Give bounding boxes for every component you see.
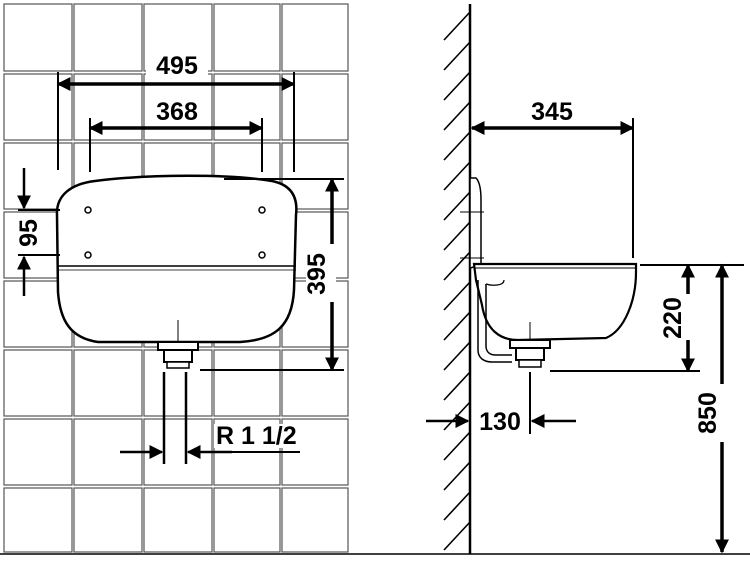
dimension-label-95: 95 [15, 219, 43, 247]
dimension-495 [56, 52, 296, 172]
dimension-220 [550, 263, 744, 373]
dimension-95 [17, 168, 60, 296]
dimension-395 [200, 177, 344, 372]
sink-side-view [460, 177, 638, 368]
dimension-label-thread: R 1 1/2 [216, 422, 297, 450]
dimension-368 [88, 98, 264, 172]
dimension-label-850: 850 [694, 392, 722, 434]
mounting-bracket [469, 177, 482, 269]
dimension-345 [470, 98, 635, 258]
mounting-hole-lower-left [84, 251, 92, 259]
side-wall [443, 4, 472, 554]
sink-front-view [55, 174, 298, 369]
drain-outlet-side [509, 322, 551, 368]
sink-front-body [55, 174, 298, 344]
dimension-label-495: 495 [156, 52, 198, 80]
dimension-850 [697, 263, 729, 554]
dimension-label-345: 345 [531, 98, 573, 126]
dimension-label-130: 130 [479, 408, 521, 436]
overflow-pipe [477, 280, 512, 363]
mounting-hole-upper-left [84, 206, 92, 214]
drain-outlet-front [157, 320, 199, 369]
dimension-130 [426, 372, 576, 434]
sink-side-body [472, 262, 638, 342]
dimension-label-220: 220 [659, 297, 687, 339]
dimension-thread [120, 372, 310, 464]
dimension-label-395: 395 [303, 253, 331, 295]
mounting-hole-upper-right [258, 206, 266, 214]
mounting-hole-lower-right [258, 251, 266, 259]
wall-hatching [443, 11, 471, 551]
dimension-label-368: 368 [156, 98, 198, 126]
